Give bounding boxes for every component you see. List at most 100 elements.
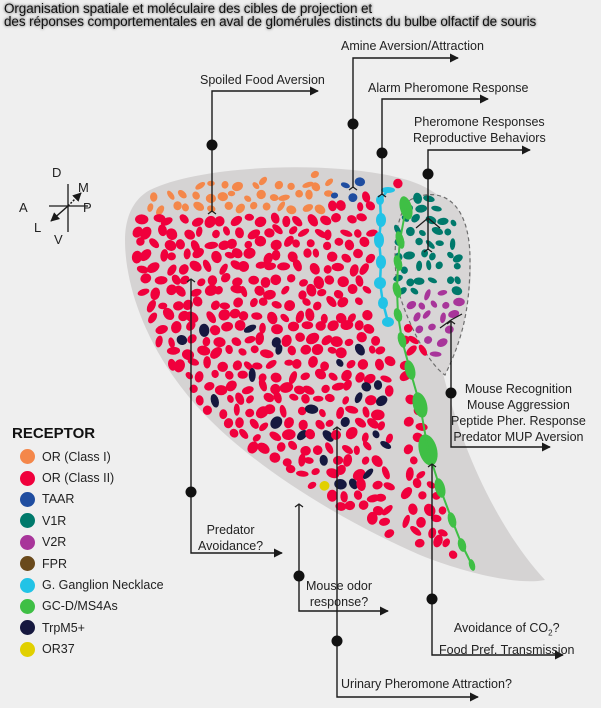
- glomerulus-terminal: [377, 193, 387, 198]
- glomerulus-trpm5: [362, 468, 374, 480]
- glomerulus-or-class2: [184, 229, 196, 240]
- glomerulus-or-class2: [175, 239, 185, 250]
- glomerulus-or-class2: [307, 481, 317, 490]
- glomerulus-or-class2: [149, 238, 160, 249]
- glomerulus-or-class2: [309, 262, 320, 275]
- glomerulus-or-class2: [308, 356, 318, 368]
- label-line: Reproductive Behaviors: [413, 131, 546, 145]
- glomerulus-or-class2: [403, 444, 414, 455]
- glomerulus-or-class2: [194, 371, 204, 383]
- glomerulus-or-class2: [225, 380, 237, 392]
- glomerulus-or-class2: [292, 259, 302, 272]
- glomerulus-or-class2: [340, 320, 354, 331]
- glomerulus-trpm5: [270, 416, 283, 429]
- glomerulus-or-class2: [135, 214, 149, 225]
- glomerulus-or-class2: [217, 361, 228, 372]
- legend-swatch-icon: [20, 620, 35, 636]
- legend-swatch-icon: [20, 491, 35, 507]
- glomerulus-trpm5: [380, 440, 392, 450]
- glomerulus-or-class2: [175, 285, 186, 297]
- glomerulus-or-class2: [131, 250, 143, 264]
- glomerulus-or-class2: [312, 445, 323, 456]
- glomerulus-or-class2: [414, 538, 425, 548]
- glomerulus-or-class2: [213, 337, 226, 348]
- glomerulus-or-class2: [331, 429, 341, 440]
- glomerulus-or-class2: [282, 458, 292, 467]
- glomerulus-or-class2: [241, 386, 254, 395]
- connector-node: [376, 147, 388, 159]
- glomerulus-or-class2: [353, 490, 363, 500]
- glomerulus-or-class2: [132, 226, 143, 238]
- legend-label: V1R: [42, 513, 67, 528]
- glomerulus-or-class2: [333, 289, 344, 299]
- glomerulus-or-class2: [354, 229, 362, 238]
- glomerulus-or-class2: [202, 405, 213, 415]
- glomerulus-or-class1: [256, 189, 266, 200]
- legend-item: FPR: [12, 553, 164, 574]
- glomerulus-or-class2: [269, 431, 282, 442]
- glomerulus-or-class2: [263, 252, 273, 265]
- glomerulus-or-class1: [195, 181, 206, 190]
- glomerulus-or-class2: [271, 324, 283, 335]
- glomerulus-v2r: [422, 310, 431, 319]
- legend-label: G. Ganglion Necklace: [42, 578, 164, 593]
- label-co2-avoidance: Avoidance of CO2? Food Pref. Transmissio…: [439, 620, 574, 658]
- glomerulus-v2r: [442, 301, 450, 309]
- glomerulus-or-class1: [258, 176, 268, 186]
- glomerulus-or-class2: [285, 464, 296, 474]
- glomerulus-or-class2: [211, 250, 222, 264]
- glomerulus-terminal: [332, 426, 342, 431]
- glomerulus-or-class2: [273, 391, 282, 404]
- legend-label: TrpM5+: [42, 620, 85, 635]
- connector-mouse: [450, 322, 551, 452]
- connector-urinary: [336, 428, 479, 702]
- glomerulus-or-class1: [250, 201, 258, 210]
- glomerulus-or-class2: [353, 248, 363, 259]
- glomerulus-or-class2: [139, 249, 152, 262]
- label-pheromone-responses: Pheromone Responses Reproductive Behavio…: [413, 114, 546, 146]
- connector-node: [206, 139, 218, 151]
- glomerulus-v1r: [418, 229, 426, 237]
- glomerulus-or-class2: [312, 248, 320, 258]
- glomerulus-trpm5: [354, 392, 363, 404]
- glomerulus-or-class2: [345, 426, 358, 440]
- glomerulus-or-class1: [149, 192, 158, 202]
- glomerulus-or-class2: [372, 505, 384, 516]
- glomerulus-or37: [319, 480, 330, 491]
- glomerulus-or-class2: [326, 468, 340, 479]
- glomerulus-or-class2: [154, 276, 168, 285]
- connector-node: [426, 593, 438, 605]
- glomerulus-or-class2: [381, 505, 393, 516]
- glomerulus-or-class2: [358, 500, 369, 510]
- glomerulus-or-class1: [278, 194, 290, 201]
- glomerulus-or-class2: [250, 345, 259, 354]
- glomerulus-or-class2: [312, 395, 324, 402]
- glomerulus-v2r: [453, 297, 465, 307]
- glomerulus-or-class2: [324, 275, 335, 285]
- glomerulus-or-class2: [371, 455, 383, 467]
- glomerulus-or-class2: [260, 277, 271, 288]
- glomerulus-v2r: [413, 312, 421, 322]
- glomerulus-or-class2: [347, 215, 357, 224]
- connector-amine: [352, 53, 459, 188]
- glomerulus-or-class2: [237, 370, 248, 379]
- label-mouse-recognition: Mouse Recognition Mouse Aggression Pepti…: [451, 381, 586, 445]
- glomerulus-or-class2: [265, 359, 277, 369]
- glomerulus-or-class2: [356, 477, 366, 492]
- glomerulus-or-class1: [156, 205, 165, 216]
- legend-label: OR (Class I): [42, 449, 111, 464]
- glomerulus-or-class2: [166, 346, 181, 355]
- glomerulus-or-class2: [406, 345, 417, 356]
- glomerulus-or-class2: [292, 359, 302, 369]
- glomerulus-or-class1: [310, 170, 319, 179]
- glomerulus-or-class2: [326, 489, 338, 502]
- glomerulus-or-class2: [247, 229, 261, 240]
- glomerulus-or-class2: [335, 502, 347, 511]
- glomerulus-or-class2: [284, 300, 296, 312]
- glomerulus-or-class2: [277, 262, 291, 271]
- glomerulus-v1r: [427, 277, 437, 284]
- glomerulus-or-class2: [295, 332, 305, 342]
- glomerulus-trpm5: [340, 417, 350, 427]
- glomerulus-v1r: [451, 286, 463, 296]
- glomerulus-or-class2: [214, 216, 225, 227]
